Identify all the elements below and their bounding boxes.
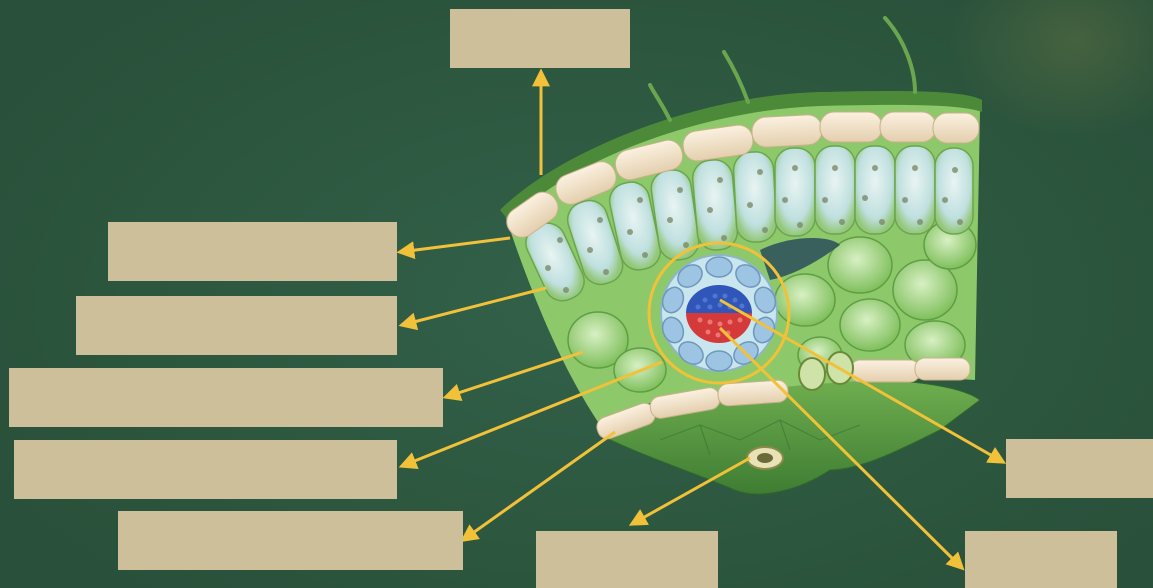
label-box-left-3[interactable] [9,368,443,427]
label-box-right-2[interactable] [965,531,1117,588]
label-box-left-4[interactable] [14,440,397,499]
label-box-top[interactable] [450,9,630,68]
label-text-left-5 [118,511,463,519]
label-text-left-1 [108,222,397,230]
label-text-left-4 [14,440,397,448]
label-text-right-2 [965,531,1117,539]
leader-line-left-2 [402,288,546,325]
vascular-bundle [649,243,789,383]
label-box-left-1[interactable] [108,222,397,281]
label-box-right-1[interactable] [1006,439,1153,498]
label-box-bottom-middle[interactable] [536,531,718,588]
leader-line-left-1 [400,238,510,252]
label-box-left-5[interactable] [118,511,463,570]
label-text-right-1 [1006,439,1153,447]
label-box-left-2[interactable] [76,296,397,355]
label-text-left-3 [9,368,443,376]
leader-line-left-3 [446,352,583,397]
label-text-left-2 [76,296,397,304]
leader-line-left-5 [463,432,615,540]
label-text-top [450,9,630,17]
label-text-bottom-middle [536,531,718,539]
